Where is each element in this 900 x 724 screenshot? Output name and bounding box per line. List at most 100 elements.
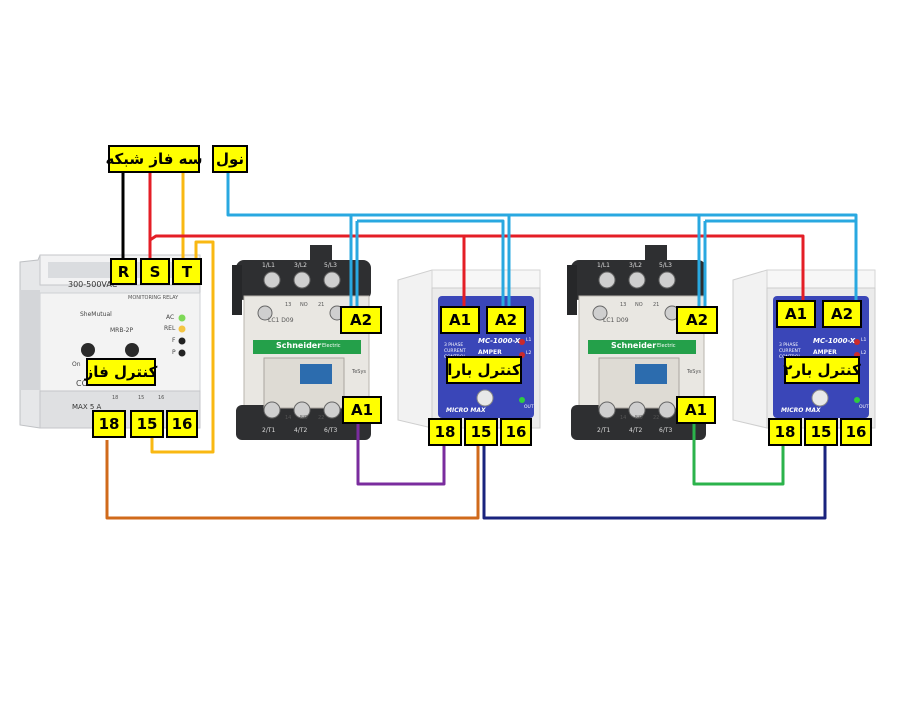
- wire-neutral: [226, 168, 858, 305]
- current-relay-1: [397, 269, 541, 429]
- led-p-icon: [178, 349, 186, 357]
- cr1-amper-text: AMPER: [478, 349, 502, 356]
- c2-brand-text: Schneider: [611, 341, 657, 350]
- c2-series-text: TeSys: [687, 369, 702, 375]
- relay-body-18: 18: [112, 395, 119, 401]
- c2-top-term-1: 1/L1: [597, 262, 610, 269]
- c1-bot-term-2: 4/T2: [294, 427, 308, 434]
- c2-bot-term-2: 4/T2: [629, 427, 643, 434]
- load1-terminal-15: 15: [464, 418, 498, 446]
- contactor1-terminal-a2: A2: [340, 306, 382, 334]
- load2-terminal-18: 18: [768, 418, 802, 446]
- label-phase-control: کنترل فاز: [85, 358, 157, 386]
- terminal-r: R: [110, 258, 137, 285]
- c1-top-num-1: 13: [285, 302, 292, 308]
- wires: [105, 168, 858, 520]
- relay-body-16: 16: [158, 395, 165, 401]
- cr2-amper-text: AMPER: [813, 349, 837, 356]
- terminal-t: T: [172, 258, 202, 285]
- c2-top-num-1: 13: [620, 302, 627, 308]
- c2-brand-sub-text: Electric: [657, 343, 676, 349]
- c2-bot-num-1: 14: [620, 415, 627, 421]
- relay-caption-text: MONITORING RELAY: [128, 295, 179, 301]
- wire-cr1-to-cr2: [482, 440, 827, 520]
- c1-bot-term-3: 6/T3: [324, 427, 338, 434]
- relay-voltage-text: 300-500VAC: [68, 280, 118, 289]
- load2-terminal-a2: A2: [822, 300, 862, 328]
- wire-phase-s-to-load2: [464, 234, 805, 305]
- led-rel-icon: [178, 325, 186, 333]
- cr2-line1-text: 3 PHASE: [779, 343, 799, 348]
- cr2-led-l1-text: L1: [861, 338, 867, 343]
- cr1-brand-text: MICRO MAX: [446, 407, 486, 414]
- label-load-control-2: کنترل بار۲: [783, 356, 861, 384]
- relay-led-p-text: P: [172, 349, 176, 356]
- c1-top-term-3: 5/L3: [324, 262, 337, 269]
- c1-bot-num-1: 14: [285, 415, 292, 421]
- c1-bot-num-3: 22: [318, 415, 325, 421]
- relay-knob-1: [81, 343, 95, 357]
- load1-terminal-16: 16: [500, 418, 532, 446]
- c2-bot-num-3: 22: [653, 415, 660, 421]
- relay-max-text: MAX 5 A: [72, 403, 102, 411]
- label-load-control-1: کنترل بارا: [446, 356, 522, 384]
- c2-model-text: LC1 D09: [603, 317, 629, 324]
- relay-led-ac-text: AC: [166, 314, 175, 321]
- relay-brand-text: SheMutual: [80, 311, 112, 318]
- wire-c1a1-to-cr1: [356, 420, 446, 486]
- contactor-2: [567, 245, 706, 440]
- relay-body-15: 15: [138, 395, 145, 401]
- c2-top-num-2: NO: [635, 302, 643, 308]
- c1-top-num-3: 21: [318, 302, 325, 308]
- label-three-phase: سه فاز شبکه: [105, 145, 203, 173]
- terminal-s: S: [140, 258, 170, 285]
- load2-terminal-a1: A1: [776, 300, 816, 328]
- contactor2-terminal-a2: A2: [676, 306, 718, 334]
- c2-bot-term-3: 6/T3: [659, 427, 673, 434]
- relay-on-text: On: [72, 361, 81, 368]
- cr2-led-l2-text: L2: [861, 351, 867, 356]
- cr1-line2-text: CURRENT: [444, 349, 466, 354]
- c2-top-num-3: 21: [653, 302, 660, 308]
- load1-terminal-a2: A2: [486, 306, 526, 334]
- c1-bot-term-1: 2/T1: [262, 427, 276, 434]
- relay-led-f-text: F: [172, 337, 176, 344]
- c2-bot-num-2: NO: [635, 415, 643, 421]
- cr1-led-out-text: OUT: [524, 405, 534, 410]
- cr1-led-l2-text: L2: [526, 351, 532, 356]
- relay-knob-2: [125, 343, 139, 357]
- cr1-led-l1-text: L1: [526, 338, 532, 343]
- relay-terminal-15: 15: [130, 410, 164, 438]
- c1-brand-text: Schneider: [276, 341, 322, 350]
- label-neutral: نول: [212, 145, 248, 173]
- cr2-brand-text: MICRO MAX: [781, 407, 821, 414]
- c1-top-term-1: 1/L1: [262, 262, 275, 269]
- led-f-icon: [178, 337, 186, 345]
- wire-s-to-contactors: [149, 234, 466, 308]
- c1-series-text: TeSys: [352, 369, 367, 375]
- c1-top-term-2: 3/L2: [294, 262, 307, 269]
- contactor1-terminal-a1: A1: [342, 396, 382, 424]
- c1-top-num-2: NO: [300, 302, 308, 308]
- wire-relay18-to-cr1: [105, 440, 480, 520]
- load2-terminal-16: 16: [840, 418, 872, 446]
- c1-brand-sub-text: Electric: [322, 343, 341, 349]
- load1-terminal-18: 18: [428, 418, 462, 446]
- cr2-line2-text: CURRENT: [779, 349, 801, 354]
- load1-terminal-a1: A1: [440, 306, 480, 334]
- c2-top-term-2: 3/L2: [629, 262, 642, 269]
- relay-terminal-18: 18: [92, 410, 126, 438]
- c2-top-term-3: 5/L3: [659, 262, 672, 269]
- wire-c2a1-to-cr2: [692, 420, 785, 486]
- contactor2-terminal-a1: A1: [676, 396, 716, 424]
- cr1-line1-text: 3 PHASE: [444, 343, 464, 348]
- c2-bot-term-1: 2/T1: [597, 427, 611, 434]
- cr2-model-text: MC-1000-X: [813, 337, 856, 345]
- cr1-model-text: MC-1000-X: [478, 337, 521, 345]
- c1-model-text: LC1 D09: [268, 317, 294, 324]
- wire-relay-t-loop: [150, 240, 215, 454]
- relay-led-rel-text: REL: [164, 325, 176, 332]
- led-ac-icon: [178, 314, 186, 322]
- relay-co-text: CO: [76, 379, 88, 388]
